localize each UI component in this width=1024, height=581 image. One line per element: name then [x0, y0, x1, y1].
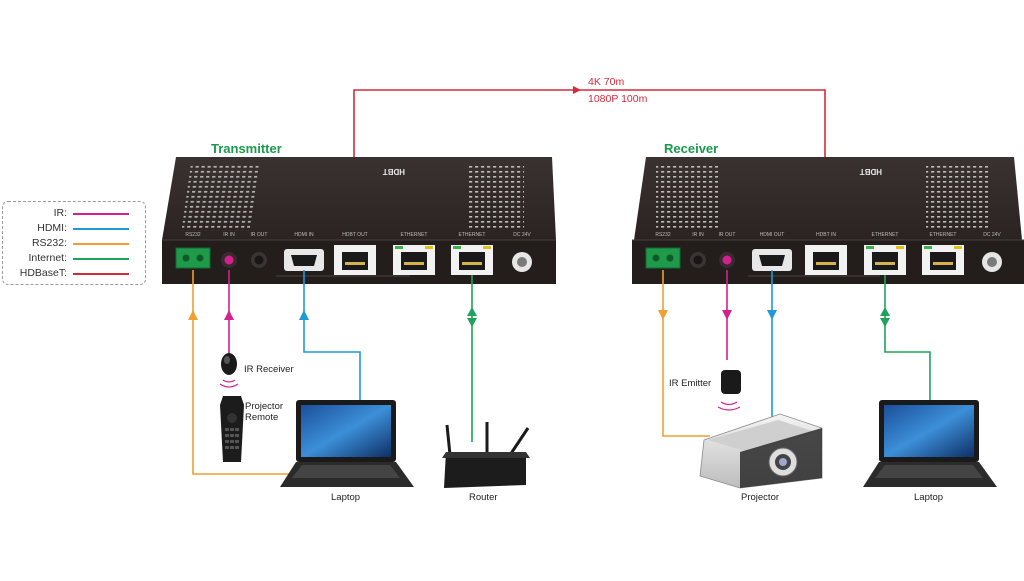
port-label: IR IN [692, 232, 704, 238]
laptop-tx-label: Laptop [331, 492, 361, 503]
legend-swatch [73, 228, 129, 230]
legend-item: RS232: [3, 237, 145, 251]
laptop-rx-label: Laptop [914, 492, 944, 503]
receiver-unit: RS232 IR IN IR OUT HDMI OUT HDBT IN ETHE… [632, 157, 1024, 284]
legend-item: Internet: [3, 252, 145, 266]
hdbaset-arrow-icon [573, 86, 581, 94]
hdbt-logo: HDBT [383, 167, 405, 176]
rs232-arrow-icon [188, 310, 198, 320]
projector-remote-label-line2: Remote [245, 412, 279, 423]
internet-arrow-icon [467, 307, 477, 327]
hdmi-arrow-icon [767, 310, 777, 320]
ir-receiver-label: IR Receiver [244, 364, 294, 375]
legend-swatch [73, 258, 129, 260]
router-label: Router [469, 492, 498, 503]
ir-receiver-icon [219, 353, 239, 388]
legend-label: IR: [53, 207, 67, 219]
port-label: DC 24V [983, 232, 1001, 238]
port-label: ETHERNET [872, 232, 899, 238]
port-label: IR OUT [251, 232, 268, 238]
legend-label: HDBaseT: [19, 267, 67, 279]
legend-item: HDBaseT: [3, 267, 145, 281]
internet-cable-rx [884, 275, 931, 400]
port-label: DC 24V [513, 232, 531, 238]
legend-swatch [73, 243, 129, 245]
port-label: HDBT IN [816, 232, 836, 238]
laptop-rx-icon [863, 400, 997, 487]
hdbt-logo: HDBT [860, 167, 882, 176]
rs232-cable-rx [662, 270, 710, 437]
transmitter-title: Transmitter [211, 141, 282, 156]
legend-label: RS232: [31, 237, 67, 249]
rs232-cable-tx [192, 270, 290, 475]
legend-item: IR: [3, 207, 145, 221]
port-label: RS232 [655, 232, 671, 238]
port-label: ETHERNET [459, 232, 486, 238]
port-label: ETHERNET [930, 232, 957, 238]
receiver-title: Receiver [664, 141, 719, 156]
link-spec-4k: 4K 70m [588, 76, 625, 88]
ir-arrow-icon [224, 310, 234, 320]
legend-label: HDMI: [37, 222, 67, 234]
router-icon [442, 422, 530, 488]
legend-swatch [73, 273, 129, 275]
projector-remote-label-line1: Projector [245, 401, 284, 412]
legend: IR: HDMI: RS232: Internet: HDBaseT: [2, 201, 146, 285]
port-label: HDBT OUT [342, 232, 367, 238]
port-label: HDMI IN [294, 232, 314, 238]
port-label: RS232 [185, 232, 201, 238]
port-label: HDMI OUT [760, 232, 785, 238]
hdmi-cable-tx [303, 270, 361, 400]
legend-swatch [73, 213, 129, 215]
projector-label: Projector [741, 492, 780, 503]
legend-item: HDMI: [3, 222, 145, 236]
projector-icon [699, 413, 823, 489]
projector-remote-icon [220, 396, 244, 462]
laptop-tx-icon [280, 400, 414, 487]
legend-label: Internet: [28, 252, 67, 264]
internet-arrow-icon [880, 307, 890, 327]
link-spec-1080p: 1080P 100m [588, 93, 648, 105]
ir-arrow-icon [722, 310, 732, 320]
transmitter-unit: RS232 IR IN IR OUT HDMI IN HDBT OUT ETHE… [162, 157, 556, 284]
port-label: ETHERNET [401, 232, 428, 238]
port-label: IR OUT [719, 232, 736, 238]
ir-emitter-label: IR Emitter [669, 378, 712, 389]
rs232-arrow-icon [658, 310, 668, 320]
ir-emitter-icon [717, 370, 741, 411]
port-label: IR IN [223, 232, 235, 238]
hdmi-arrow-icon [299, 310, 309, 320]
